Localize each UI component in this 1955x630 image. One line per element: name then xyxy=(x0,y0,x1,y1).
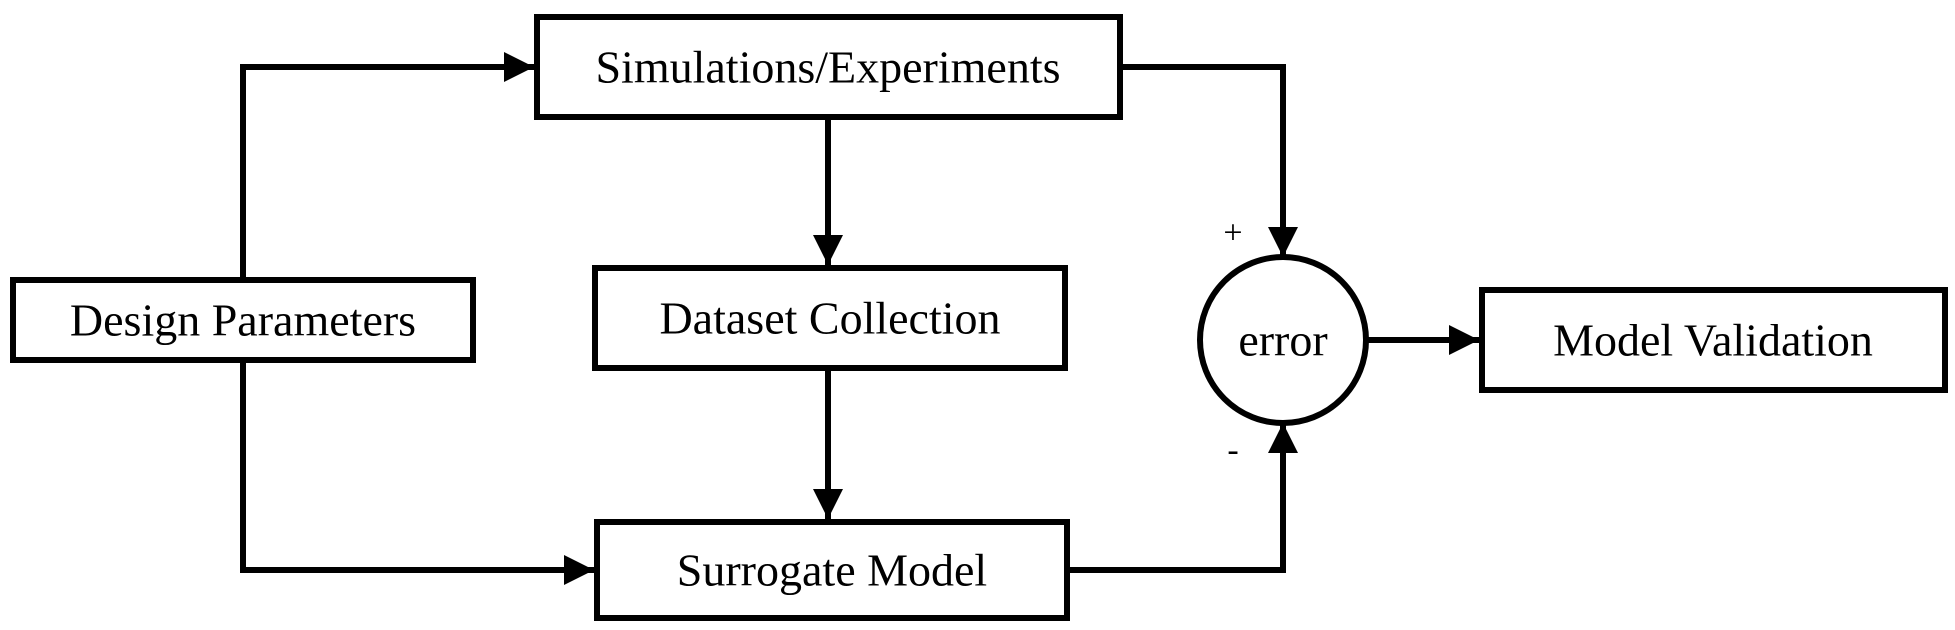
dataset-collection-label: Dataset Collection xyxy=(659,293,1000,344)
design-parameters-box: Design Parameters xyxy=(10,277,476,363)
minus-sign: - xyxy=(1227,432,1238,469)
arrow-surrogate-to-error xyxy=(1070,423,1298,573)
arrow-simulations-to-error xyxy=(1123,64,1298,257)
surrogate-model-box: Surrogate Model xyxy=(594,519,1070,621)
surrogate-model-label: Surrogate Model xyxy=(677,545,987,596)
arrow-design-to-simulations xyxy=(240,52,534,277)
error-label: error xyxy=(1238,315,1327,366)
plus-sign: + xyxy=(1223,215,1242,252)
error-summing-junction: error xyxy=(1197,254,1369,426)
model-validation-label: Model Validation xyxy=(1553,315,1873,366)
simulations-experiments-label: Simulations/Experiments xyxy=(595,42,1060,93)
design-parameters-label: Design Parameters xyxy=(70,295,416,346)
simulations-experiments-box: Simulations/Experiments xyxy=(534,14,1123,120)
model-validation-box: Model Validation xyxy=(1479,287,1948,393)
arrow-design-to-surrogate xyxy=(240,363,594,585)
dataset-collection-box: Dataset Collection xyxy=(592,265,1068,371)
